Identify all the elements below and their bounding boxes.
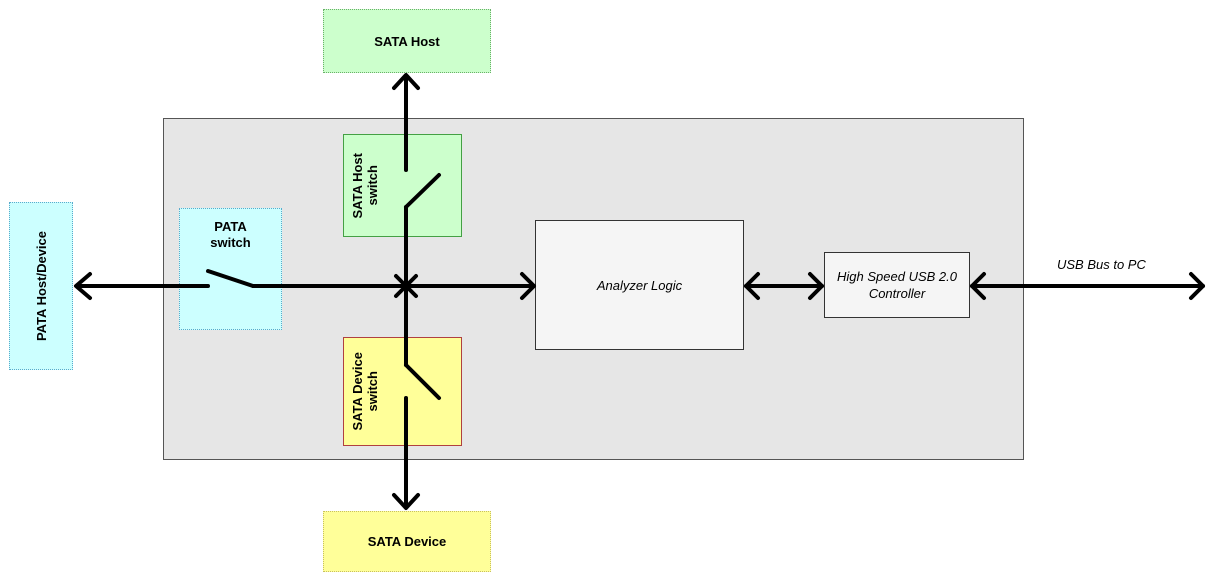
sata-device-block: SATA Device (323, 511, 491, 572)
sata-device-arrowhead (392, 493, 420, 510)
junction-mark-b (394, 274, 418, 298)
pata-switch-label-line1: PATA (214, 219, 247, 234)
pata-switch-blade (206, 269, 255, 288)
analyzer-usb-arrowhead-left (744, 272, 760, 300)
sata-host-switch-block: SATA Host switch (343, 134, 462, 237)
usb-bus-arrowhead-left (970, 272, 986, 300)
analyzer-logic-block: Analyzer Logic (535, 220, 744, 350)
usb-controller-label-line1: High Speed USB 2.0 (837, 269, 957, 284)
sata-host-block: SATA Host (323, 9, 491, 73)
sata-host-switch-blade (404, 173, 441, 209)
usb-bus-label: USB Bus to PC (1057, 257, 1146, 272)
sata-device-label: SATA Device (367, 534, 447, 549)
usb-bus-arrowhead-right (1189, 272, 1205, 300)
usb-controller-block: High Speed USB 2.0 Controller (824, 252, 970, 318)
analyzer-logic-label: Analyzer Logic (596, 277, 683, 293)
sata-host-arrowhead (392, 73, 420, 90)
main-bus-arrowhead (520, 272, 536, 300)
sata-device-switch-block: SATA Device switch (343, 337, 462, 446)
pata-host-device-block: PATA Host/Device (9, 202, 73, 370)
pata-bus-arrowhead-left (74, 272, 92, 300)
sata-device-switch-blade (404, 363, 441, 400)
pata-switch-block: PATA switch (179, 208, 282, 330)
analyzer-usb-arrowhead-right (808, 272, 824, 300)
sata-host-label: SATA Host (374, 33, 440, 49)
pata-switch-label-line2: switch (210, 235, 251, 250)
usb-controller-label-line2: Controller (868, 286, 926, 301)
